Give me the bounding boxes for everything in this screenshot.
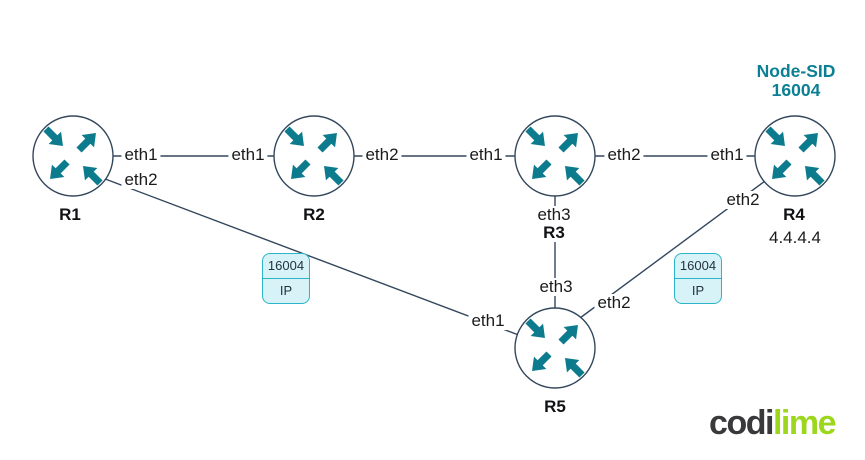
interface-label-r5-eth3: eth3: [536, 278, 576, 296]
sid-type: IP: [279, 283, 293, 298]
node-label-r1: R1: [56, 206, 84, 224]
sid-badge-link-r1-r5: 16004 IP: [262, 253, 310, 304]
node-label-r3: R3: [540, 224, 568, 242]
sid-type: IP: [691, 283, 705, 298]
sid-value: 16004: [263, 254, 309, 279]
interface-label-r2-eth1: eth1: [228, 146, 268, 164]
node-sid-annotation-line2: 16004: [771, 80, 821, 100]
node-label-r2: R2: [300, 206, 328, 224]
interface-label-r4-eth2: eth2: [723, 191, 763, 209]
node-sid-annotation-line1: Node-SID: [756, 61, 836, 81]
interface-label-r3-eth1: eth1: [466, 146, 506, 164]
interface-label-r5-eth2: eth2: [594, 294, 634, 312]
sid-badge-link-r4-r5: 16004 IP: [674, 253, 722, 304]
interface-label-r1-eth1: eth1: [121, 146, 161, 164]
interface-label-r3-eth3: eth3: [534, 206, 574, 224]
interface-label-r4-eth1: eth1: [707, 146, 747, 164]
codilime-logo: codilime: [709, 404, 837, 442]
node-sid-annotation: Node-SID 16004: [757, 62, 836, 100]
node-ip-r4: 4.4.4.4: [769, 228, 821, 247]
codilime-logo-dark-part: codi: [709, 404, 774, 442]
codilime-logo-lime-part: lime: [772, 404, 837, 442]
interface-label-r1-eth2: eth2: [121, 171, 161, 189]
interface-label-r2-eth2: eth2: [362, 146, 402, 164]
node-label-r4: R4: [780, 206, 808, 224]
link-r1-r5: [99, 176, 533, 341]
interface-label-r5-eth1: eth1: [468, 312, 508, 330]
sid-value: 16004: [675, 254, 721, 279]
interface-label-r3-eth2: eth2: [604, 146, 644, 164]
node-label-r5: R5: [541, 398, 569, 416]
